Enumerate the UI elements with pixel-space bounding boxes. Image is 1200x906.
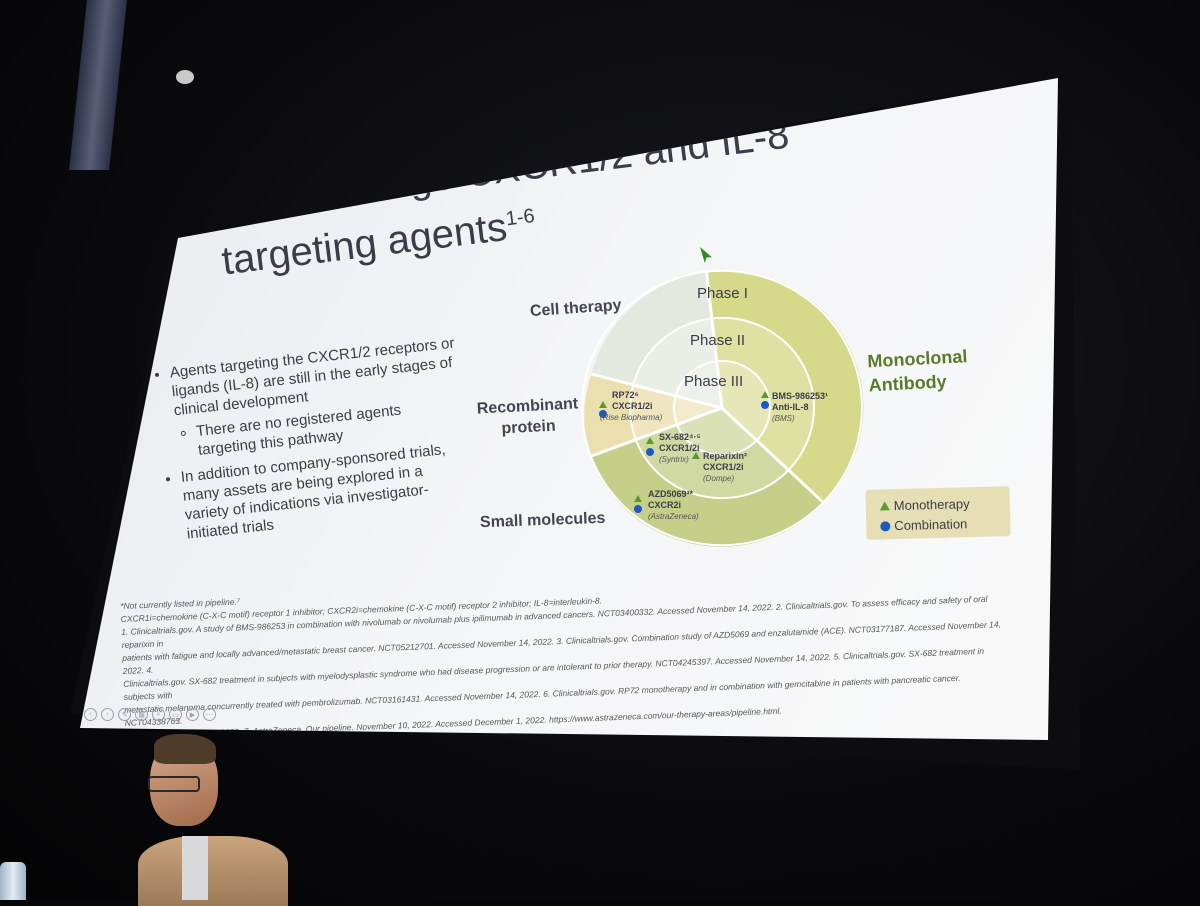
legend-box: Monotherapy Combination xyxy=(865,486,1011,540)
phase-label-2: Phase II xyxy=(690,332,745,349)
agent-azd-company: (AstraZeneca) xyxy=(648,512,699,521)
monotherapy-icon xyxy=(761,391,769,398)
divider-line xyxy=(589,406,723,458)
agent-rp72-company: (Rise Biopharma) xyxy=(600,413,663,422)
ring-outer xyxy=(581,269,863,547)
legend-row-monotherapy: Monotherapy xyxy=(879,496,970,514)
phase-label-3: Phase III xyxy=(684,373,743,390)
monotherapy-icon xyxy=(692,452,700,459)
monotherapy-icon xyxy=(599,401,607,408)
monotherapy-icon xyxy=(634,495,642,502)
combination-icon xyxy=(761,401,769,409)
category-monoclonal-antibody: Monoclonal Antibody xyxy=(866,346,968,396)
combination-icon xyxy=(634,505,642,513)
speaker-shirt xyxy=(182,836,208,900)
agent-azd-target: CXCR2i xyxy=(648,500,681,510)
agent-rep-company: (Dompe) xyxy=(703,474,734,483)
agent-bms-name: BMS-986253¹ xyxy=(772,391,828,401)
agent-rp72-target: CXCR1/2i xyxy=(612,401,653,411)
presenter-toolbar: ‹ › ✎ ▦ ⌕ ▭ ▶ ⋯ xyxy=(84,708,216,724)
next-slide-icon[interactable]: › xyxy=(101,708,114,721)
zoom-icon[interactable]: ⌕ xyxy=(152,708,165,721)
category-recombinant-protein: Recombinant protein xyxy=(476,395,579,438)
subtitles-icon[interactable]: ▭ xyxy=(169,708,182,721)
speaker-hair xyxy=(154,734,216,764)
divider-line xyxy=(590,372,723,410)
more-options-icon[interactable]: ⋯ xyxy=(203,708,216,721)
monotherapy-icon xyxy=(646,437,654,444)
monotherapy-legend-icon xyxy=(879,501,890,511)
slides-grid-icon[interactable]: ▦ xyxy=(135,708,148,721)
agent-rep-name: Reparixin² xyxy=(703,451,747,461)
agent-rep-target: CXCR1/2i xyxy=(703,462,744,472)
agent-sx-name: SX-682⁴·⁵ xyxy=(659,432,701,442)
legend-combination-label: Combination xyxy=(894,516,968,534)
divider-line xyxy=(720,406,825,505)
legend-monotherapy-label: Monotherapy xyxy=(893,496,970,514)
agent-bms-target: Anti-IL-8 xyxy=(772,402,809,412)
legend-row-combination: Combination xyxy=(880,516,967,533)
speaker-glasses xyxy=(148,776,200,792)
segment-monoclonal xyxy=(706,270,864,504)
ceiling-smoke-detector xyxy=(176,70,194,84)
agent-azd-name: AZD5069³* xyxy=(648,489,694,499)
divider-line xyxy=(704,271,724,409)
pen-icon[interactable]: ✎ xyxy=(118,708,131,721)
segment-recombinant xyxy=(584,373,722,457)
phase-label-1: Phase I xyxy=(697,285,748,302)
combination-icon xyxy=(599,410,607,418)
agent-bms-company: (BMS) xyxy=(772,414,795,423)
speaker-jacket xyxy=(138,836,288,906)
water-bottle xyxy=(0,862,26,900)
camera-icon[interactable]: ▶ xyxy=(186,708,199,721)
combination-icon xyxy=(646,448,654,456)
speaker-person xyxy=(130,734,290,906)
prev-slide-icon[interactable]: ‹ xyxy=(84,708,97,721)
agent-sx-company: (Syntrix) xyxy=(659,455,689,464)
agent-sx-target: CXCR1/2i xyxy=(659,443,700,453)
combination-legend-icon xyxy=(880,520,891,532)
agent-rp72-name: RP72⁶ xyxy=(612,390,639,400)
